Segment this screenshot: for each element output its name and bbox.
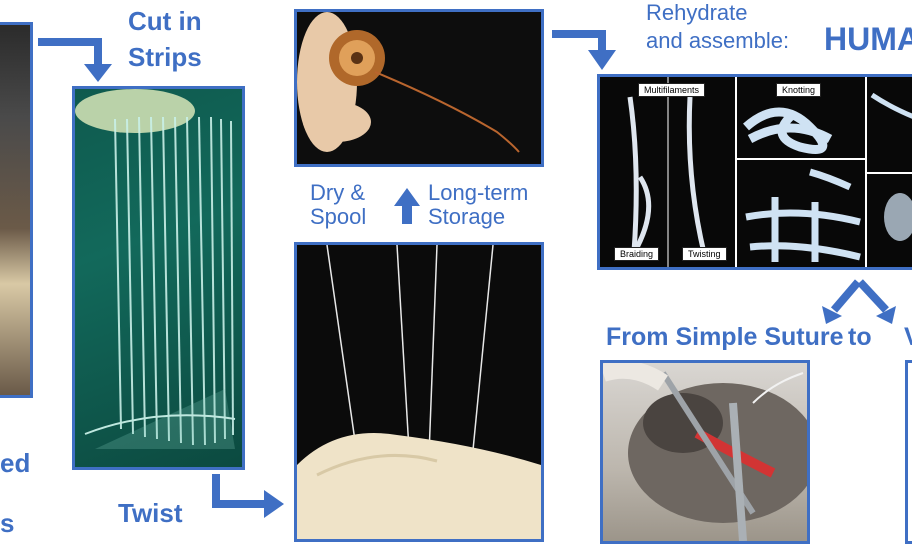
photo-spool: [294, 9, 544, 167]
rehydrate-label-line1: Rehydrate: [646, 0, 748, 25]
cut-label-line1: Cut in: [128, 6, 202, 36]
tag-braiding: Braiding: [614, 247, 660, 261]
arrow-to-twist-icon: [212, 474, 284, 518]
to-label: to: [848, 323, 872, 351]
assembly-illustration: [627, 77, 912, 267]
photo-twisted-threads: [294, 242, 544, 542]
rehydrate-label-line2: and assemble:: [646, 28, 790, 53]
tag-multifilaments: Multifilaments: [638, 83, 706, 97]
strips-illustration: [75, 89, 236, 449]
photo-right-partial: [905, 360, 912, 544]
storage-label-line2: Storage: [428, 204, 506, 229]
left-label-partial-1: ed: [0, 448, 31, 478]
arrow-to-strips-icon: [38, 38, 112, 82]
cut-label-line2: Strips: [128, 42, 202, 72]
from-simple-suture-label: From Simple Suture: [606, 323, 844, 351]
photo-left-partial: [0, 22, 33, 398]
spool-illustration: [297, 12, 520, 153]
threads-illustration: [297, 245, 541, 539]
storage-label-line1: Long-term: [428, 180, 529, 205]
tag-twisting: Twisting: [682, 247, 727, 261]
photo-suture: [600, 360, 810, 544]
left-label-partial-2: s: [0, 508, 15, 538]
dry-label-line1: Dry &: [310, 180, 365, 205]
twist-label: Twist: [118, 498, 183, 528]
arrow-up-icon: [394, 188, 420, 224]
branch-arrows-icon: [822, 279, 896, 324]
photo-assembly-composite: Multifilaments Knotting Braiding Twistin…: [597, 74, 912, 270]
arrow-to-assemble-icon: [552, 30, 616, 70]
tag-knotting: Knotting: [776, 83, 822, 97]
suture-illustration: [603, 363, 807, 541]
photo-strips: [72, 86, 245, 470]
dry-label-line2: Spool: [310, 204, 367, 229]
right-partial-label: V: [904, 322, 912, 352]
human-label: HUMA: [824, 21, 912, 57]
